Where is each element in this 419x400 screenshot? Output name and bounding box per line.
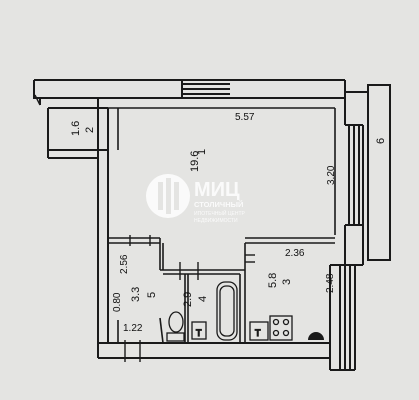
room-4-area: 2.9 [182, 292, 194, 307]
toilet-icon [166, 311, 185, 342]
room-5-number: 5 [146, 292, 158, 298]
sink-icon: T [191, 321, 207, 340]
room-2-number: 2 [84, 127, 96, 133]
svg-text:T: T [196, 328, 202, 338]
room-2-area: 1.6 [70, 121, 82, 136]
outer-walls [33, 79, 391, 371]
watermark-line3: НЕДВИЖИМОСТИ [194, 218, 238, 224]
dim-top-width: 5.57 [235, 112, 255, 123]
room-4-number: 4 [197, 296, 209, 302]
gas-riser-icon [308, 332, 324, 340]
svg-text:T: T [255, 328, 261, 338]
room-3-area: 5.8 [267, 273, 279, 288]
dim-kitchen-height: 2.48 [325, 273, 336, 293]
room-5-area: 3.3 [130, 287, 142, 302]
door-marks [34, 94, 255, 362]
room-6-number: 6 [375, 138, 387, 144]
dim-hall-depth: 0.80 [112, 292, 123, 312]
watermark-logo: МИЦ СТОЛИЧНЫЙ ИПОТЕЧНЫЙ ЦЕНТР НЕДВИЖИМОС… [146, 174, 246, 224]
dim-kitchen-width: 2.36 [285, 248, 305, 259]
watermark-brand: МИЦ [194, 179, 240, 201]
watermark-line2: ИПОТЕЧНЫЙ ЦЕНТР [194, 209, 246, 217]
dim-hall-width: 2.56 [119, 254, 130, 274]
dim-hall-bottom: 1.22 [123, 323, 143, 334]
stove-icon [269, 315, 293, 341]
room-3-number: 3 [281, 279, 293, 285]
watermark-line1: СТОЛИЧНЫЙ [194, 200, 243, 209]
room-1-area: 19.6 [189, 151, 201, 172]
dim-right-height: 3.20 [326, 165, 337, 185]
room-1-number: 1 [196, 149, 208, 155]
kitchen-sink-icon: T [249, 321, 269, 341]
interior-walls [108, 107, 336, 344]
bathtub [216, 281, 238, 341]
